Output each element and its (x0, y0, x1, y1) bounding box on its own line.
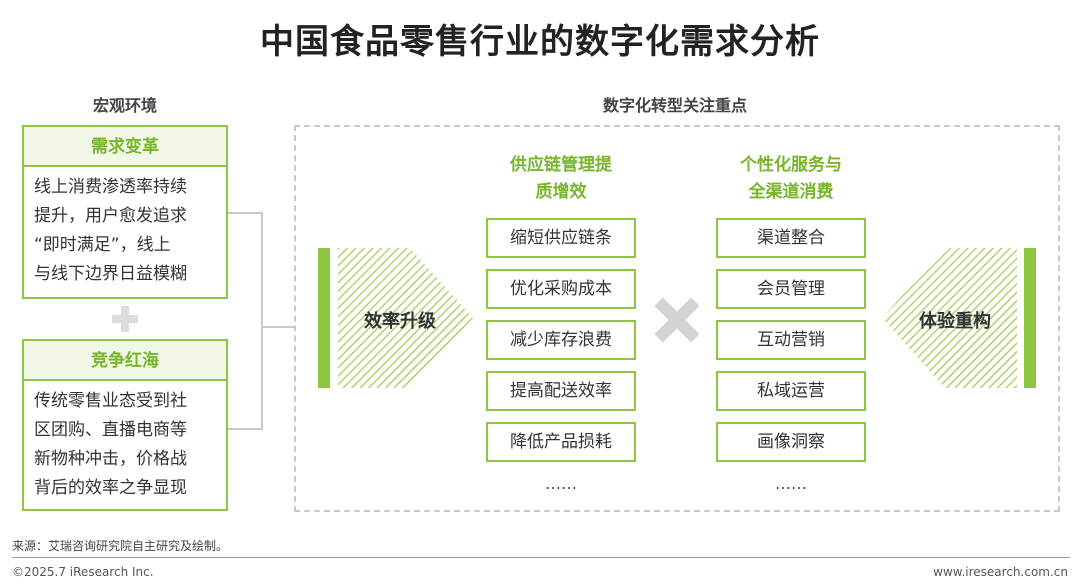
copyright: ©2025.7 iResearch Inc. (12, 565, 154, 579)
supply-item: 优化采购成本 (486, 269, 636, 309)
card-line: 背后的效率之争显现 (34, 478, 187, 498)
supply-chain-heading: 供应链管理提 质增效 (486, 152, 636, 206)
card-line: 新物种冲击，价格战 (34, 449, 187, 469)
card-line: 与线下边界日益模糊 (34, 264, 187, 284)
card-title: 需求变革 (24, 127, 226, 167)
experience-arrow (882, 248, 1017, 388)
service-item: 渠道整合 (716, 218, 866, 258)
connector-line (228, 428, 262, 430)
competition-card: 竞争红海 传统零售业态受到社 区团购、直播电商等 新物种冲击，价格战 背后的效率… (22, 339, 228, 511)
connector-line (228, 212, 262, 214)
experience-reconstruction-label: 体验重构 (919, 311, 991, 332)
supply-ellipsis: …… (545, 474, 577, 493)
heading-line: 质增效 (535, 182, 587, 202)
transformation-focus-heading: 数字化转型关注重点 (602, 96, 747, 115)
source-note: 来源：艾瑞咨询研究院自主研究及绘制。 (12, 539, 229, 553)
card-line: 区团购、直播电商等 (34, 420, 187, 440)
focus-container (294, 125, 1060, 512)
card-line: 提升，用户愈发追求 (34, 206, 187, 226)
supply-item: 缩短供应链条 (486, 218, 636, 258)
connector-line (261, 212, 263, 430)
card-line: 传统零售业态受到社 (34, 391, 187, 411)
supply-item: 提高配送效率 (486, 371, 636, 411)
footer-divider (12, 557, 1070, 558)
heading-line: 个性化服务与 (740, 155, 842, 175)
demand-change-card: 需求变革 线上消费渗透率持续 提升，用户愈发追求 “即时满足”，线上 与线下边界… (22, 125, 228, 299)
heading-line: 供应链管理提 (510, 155, 612, 175)
service-item: 画像洞察 (716, 422, 866, 462)
page-title: 中国食品零售行业的数字化需求分析 (260, 22, 820, 62)
card-body: 线上消费渗透率持续 提升，用户愈发追求 “即时满足”，线上 与线下边界日益模糊 (24, 167, 226, 295)
service-item: 会员管理 (716, 269, 866, 309)
supply-item: 减少库存浪费 (486, 320, 636, 360)
macro-environment-heading: 宏观环境 (92, 96, 157, 115)
plus-icon (112, 306, 138, 332)
supply-item: 降低产品损耗 (486, 422, 636, 462)
website-link[interactable]: www.iresearch.com.cn (933, 565, 1068, 579)
service-item: 私域运营 (716, 371, 866, 411)
heading-line: 全渠道消费 (748, 182, 834, 202)
card-line: “即时满足”，线上 (34, 235, 171, 255)
card-line: 线上消费渗透率持续 (34, 177, 187, 197)
multiply-icon (655, 298, 699, 342)
efficiency-arrow (338, 248, 473, 388)
card-body: 传统零售业态受到社 区团购、直播电商等 新物种冲击，价格战 背后的效率之争显现 (24, 381, 226, 509)
personalized-service-heading: 个性化服务与 全渠道消费 (716, 152, 866, 206)
service-item: 互动营销 (716, 320, 866, 360)
service-ellipsis: …… (775, 474, 807, 493)
experience-bar (1024, 248, 1036, 388)
connector-line (261, 326, 295, 328)
card-title: 竞争红海 (24, 341, 226, 381)
efficiency-upgrade-label: 效率升级 (364, 311, 436, 332)
efficiency-bar (318, 248, 330, 388)
